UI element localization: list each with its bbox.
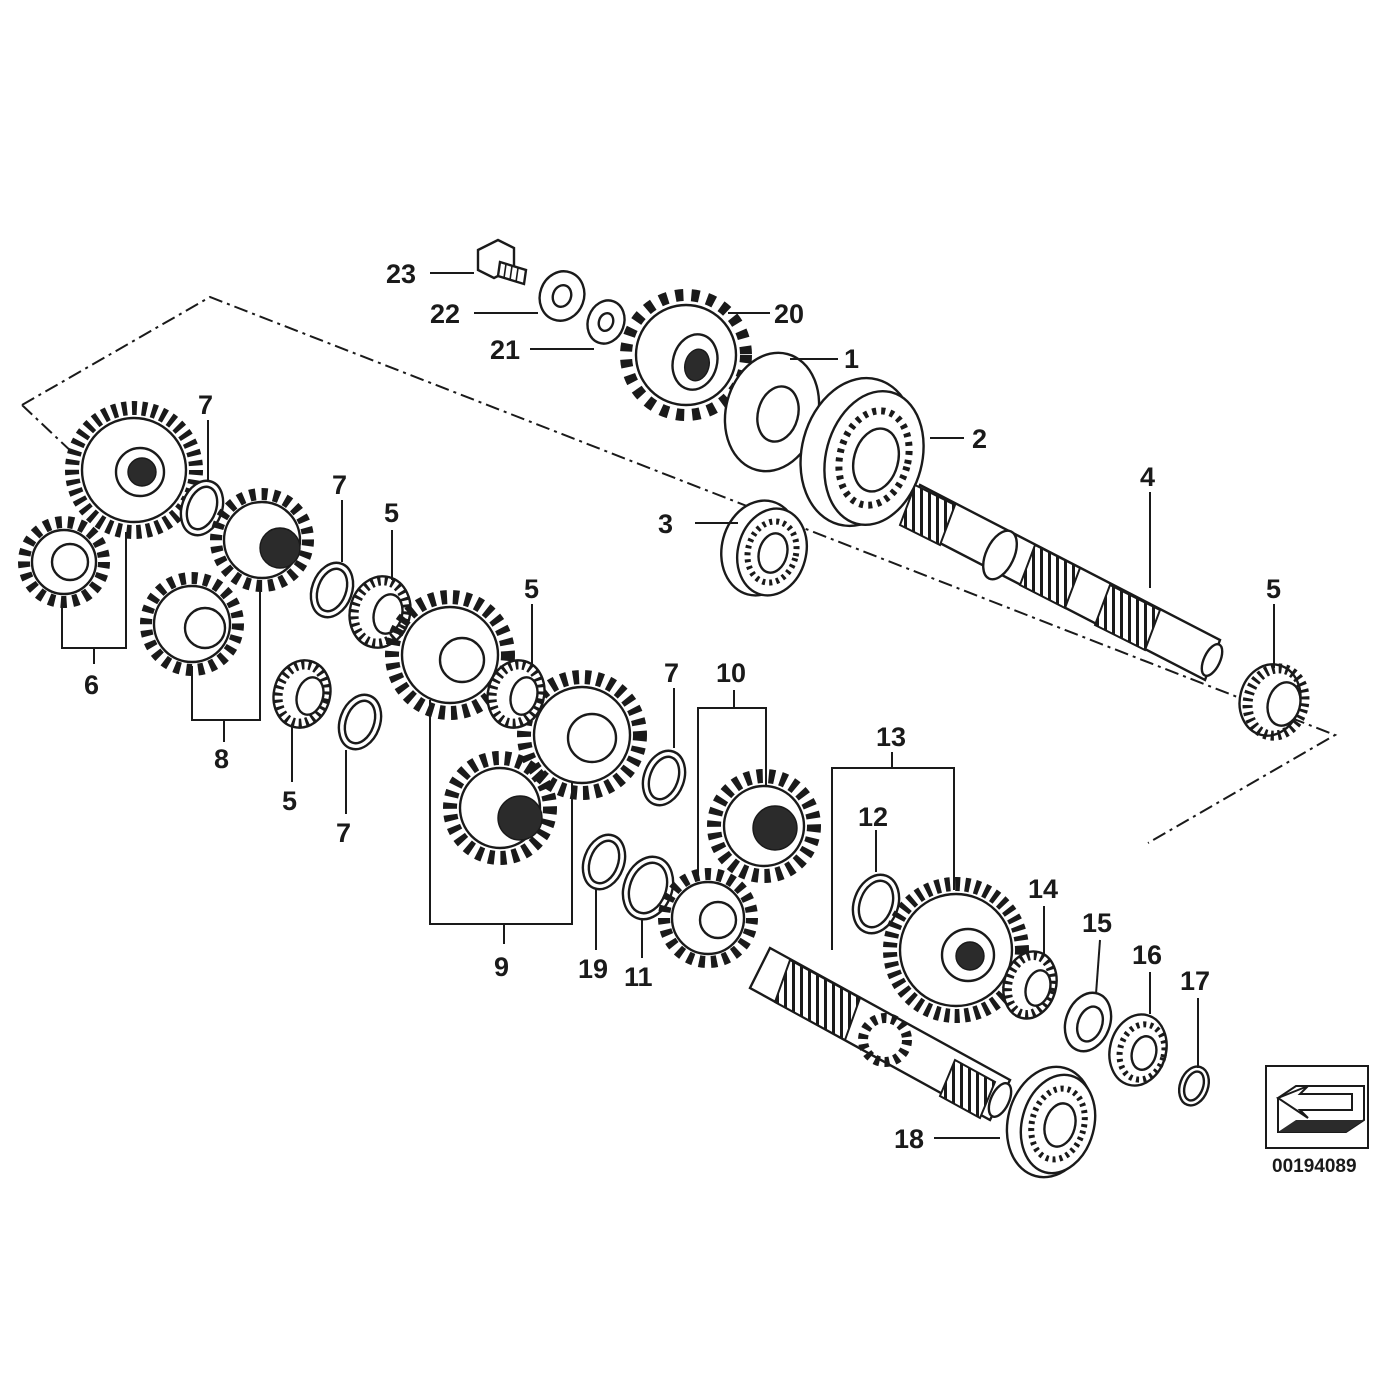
gear-set-part-6 (18, 401, 203, 608)
needle-bearing-part-5-c (486, 659, 546, 729)
callout-21: 21 (490, 335, 520, 365)
callout-17: 17 (1180, 966, 1210, 996)
gear-set-part-10 (658, 769, 821, 968)
callout-14: 14 (1028, 874, 1058, 904)
callout-12: 12 (858, 802, 888, 832)
callout-7-c: 7 (664, 658, 679, 688)
washer-part-22 (538, 270, 586, 322)
sprocket-part-20 (620, 289, 752, 421)
circlip-part-17 (1177, 1065, 1211, 1107)
callout-11: 11 (624, 962, 653, 992)
needle-bearing-part-5-shaft-end (1238, 663, 1310, 741)
callout-23: 23 (386, 259, 416, 289)
gear-set-part-9 (385, 590, 647, 865)
image-number: 00194089 (1272, 1156, 1357, 1177)
callout-16: 16 (1132, 940, 1162, 970)
callout-5-middle: 5 (524, 574, 539, 604)
callout-15: 15 (1082, 908, 1112, 938)
needle-bearing-part-5-b (272, 659, 332, 729)
washer-part-12 (851, 873, 901, 935)
bearing-part-18 (1005, 1065, 1097, 1179)
leader-lines (61, 272, 1275, 1139)
gear-set-part-8 (140, 488, 314, 676)
needle-bearing-part-14 (1002, 950, 1058, 1020)
callout-5-shaft-end: 5 (1266, 574, 1281, 604)
washer-part-21 (586, 299, 626, 345)
callout-7-d: 7 (336, 818, 351, 848)
callout-1: 1 (844, 344, 859, 374)
callout-4: 4 (1140, 462, 1155, 492)
callout-9: 9 (494, 952, 509, 982)
bearing-part-3 (720, 499, 808, 597)
callout-labels: 1 2 3 4 5 5 5 5 6 7 7 7 7 8 9 10 11 12 1… (84, 259, 1281, 1154)
circlip-part-19 (581, 833, 627, 891)
callout-13: 13 (876, 722, 906, 752)
callout-5-upper: 5 (384, 498, 399, 528)
circlip-part-7-c (337, 693, 383, 751)
washer-part-15 (1063, 991, 1113, 1053)
bearing-part-16 (1108, 1013, 1168, 1087)
orientation-arrow-icon (1265, 1065, 1369, 1149)
circlip-part-7-b (309, 561, 355, 619)
callout-18: 18 (894, 1124, 924, 1154)
bolt-part-23 (476, 238, 528, 286)
callout-2: 2 (972, 424, 987, 454)
callout-7-b: 7 (332, 470, 347, 500)
callout-5-lower: 5 (282, 786, 297, 816)
bearing-part-2 (799, 376, 925, 528)
callout-10: 10 (716, 658, 746, 688)
callout-7-a: 7 (198, 390, 213, 420)
callout-6: 6 (84, 670, 99, 700)
callout-20: 20 (774, 299, 804, 329)
circlip-part-7-d (641, 749, 687, 807)
seal-part-1 (723, 351, 821, 473)
callout-19: 19 (578, 954, 608, 984)
callout-8: 8 (214, 744, 229, 774)
callout-3: 3 (658, 509, 673, 539)
callout-22: 22 (430, 299, 460, 329)
shaft-part-13 (748, 877, 1029, 1122)
shaft-part-4 (898, 483, 1224, 682)
